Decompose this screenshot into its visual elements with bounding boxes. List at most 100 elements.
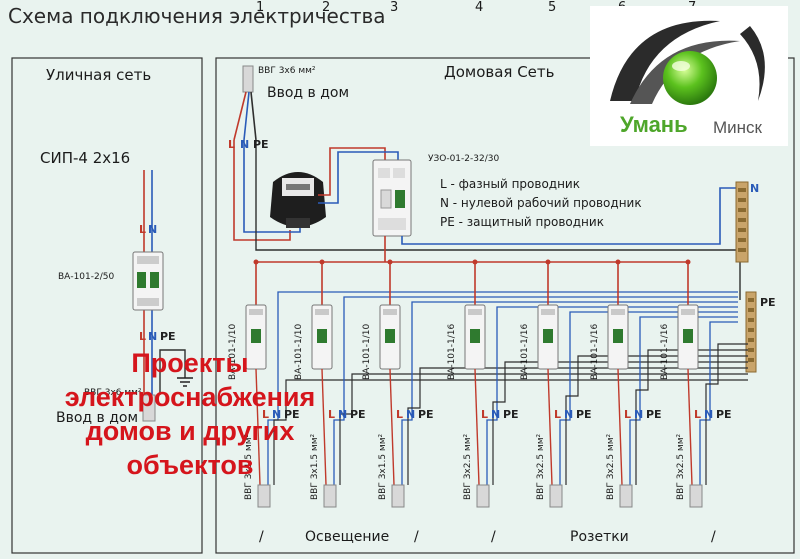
branch-3-n-wire (401, 301, 738, 485)
branch-6-cable-label: ВВГ 3x2.5 мм² (606, 433, 616, 500)
promo-line-4: объектов (126, 450, 254, 480)
branch-circuits (245, 259, 748, 508)
sockets-bracket-left: / (491, 529, 496, 545)
neutral-bus (735, 181, 749, 263)
street-pe-letter: PE (160, 330, 176, 343)
branch-breaker-2 (311, 304, 333, 370)
rcd-label: УЗО-01-2-32/30 (428, 154, 500, 164)
branch-5-pe-letter: PE (576, 408, 592, 421)
branch-4-l-wire (474, 368, 480, 486)
bottom-cable-end (142, 394, 156, 422)
branch-7-pe-wire (705, 343, 748, 485)
branch-breaker-5 (537, 304, 559, 370)
earth-bus (745, 291, 757, 373)
lighting-bracket-left: / (259, 529, 264, 545)
branch-7-n-letter: N (704, 408, 714, 421)
lighting-group-label: Освещение (305, 529, 390, 545)
branch-4-pe-letter: PE (503, 408, 519, 421)
promo-text: Проекты электроснабжения домов и других … (20, 346, 360, 482)
branch-6-breaker-label: ВА-101-1/16 (590, 323, 600, 380)
branch-1-cable-end (257, 484, 271, 508)
branch-6-n-letter: N (634, 408, 644, 421)
branch-3-number: 3 (390, 0, 399, 15)
legend-phase: L - фазный проводник (440, 177, 580, 191)
house-l-to-meter (233, 140, 291, 241)
branch-3-pe-letter: PE (418, 408, 434, 421)
logo-city: Минск (713, 118, 762, 137)
legend-earth: PE - защитный проводник (440, 215, 604, 229)
house-l-letter: L (228, 138, 236, 151)
branch-1-pe-letter: PE (284, 408, 300, 421)
street-panel-frame (11, 57, 203, 554)
branch-3-cable-label: ВВГ 3x1.5 мм² (378, 433, 388, 500)
branch-5-number: 5 (548, 0, 557, 15)
branch-1-l-letter: L (262, 408, 270, 421)
branch-1-n-letter: N (272, 408, 282, 421)
branch-2-number: 2 (322, 0, 331, 15)
sockets-group-label: Розетки (570, 529, 629, 545)
branch-2-cable-end (323, 484, 337, 508)
diagram-title: Схема подключения электричества (8, 4, 386, 28)
branch-breaker-7 (677, 304, 699, 370)
legend-neutral: N - нулевой рабочий проводник (440, 196, 642, 210)
branch-1-l-wire (255, 368, 261, 486)
promo-line-1: Проекты (131, 348, 249, 378)
rcd-device (372, 159, 412, 237)
branch-5-l-letter: L (554, 408, 562, 421)
branch-5-pe-wire (565, 355, 748, 485)
street-l-letter: L (139, 223, 147, 236)
branch-2-pe-wire (339, 373, 748, 485)
branch-7-pe-letter: PE (716, 408, 732, 421)
branch-2-n-letter: N (338, 408, 348, 421)
street-n-letter: N (148, 223, 158, 236)
logo-sphere-icon (610, 20, 765, 105)
branch-2-pe-letter: PE (350, 408, 366, 421)
branch-4-pe-wire (492, 361, 748, 485)
branch-5-cable-label: ВВГ 3x2.5 мм² (536, 433, 546, 500)
branch-5-n-letter: N (564, 408, 574, 421)
house-n-to-meter (243, 140, 301, 233)
branch-4-breaker-label: ВА-101-1/16 (447, 323, 457, 380)
branch-5-cable-end (549, 484, 563, 508)
branch-7-n-wire (699, 321, 738, 485)
branch-5-breaker-label: ВА-101-1/16 (520, 323, 530, 380)
branch-4-number: 4 (475, 0, 484, 15)
branch-2-l-letter: L (328, 408, 336, 421)
branch-3-n-letter: N (406, 408, 416, 421)
branch-7-l-wire (687, 368, 693, 486)
branch-4-l-letter: L (481, 408, 489, 421)
branch-breaker-6 (607, 304, 629, 370)
branch-3-cable-end (391, 484, 405, 508)
sockets-bracket-right: / (711, 529, 716, 545)
branch-4-n-wire (486, 306, 738, 485)
branch-5-l-wire (547, 368, 553, 486)
branch-1-pe-wire (273, 379, 748, 485)
branch-6-cable-end (619, 484, 633, 508)
promo-line-2: электроснабжения (64, 382, 316, 412)
branch-2-l-wire (321, 368, 327, 486)
incoming-cable-label: СИП-4 2x16 (40, 149, 131, 167)
house-n-wire (243, 91, 250, 141)
house-cable-end (242, 65, 254, 93)
branch-5-n-wire (559, 311, 738, 485)
branch-4-cable-label: ВВГ 3x2.5 мм² (463, 433, 473, 500)
bottom-input-label: Ввод в дом (56, 410, 139, 426)
meter-n-to-rcd (318, 151, 399, 204)
uman-logo: Умань Минск (590, 6, 788, 146)
street-l-out-letter: L (139, 330, 147, 343)
rcd-n-to-nbus (401, 187, 740, 245)
earth-bus-letter: PE (760, 296, 776, 309)
house-n-letter: N (240, 138, 250, 151)
house-pe-letter: PE (253, 138, 269, 151)
branch-4-cable-end (476, 484, 490, 508)
house-pe-to-bus (255, 140, 741, 300)
electricity-meter (270, 172, 326, 228)
branch-6-n-wire (629, 316, 738, 485)
branch-3-pe-wire (407, 367, 748, 485)
branch-breaker-3 (379, 304, 401, 370)
main-breaker-label: ВА-101-2/50 (58, 272, 115, 282)
branch-breaker-1 (245, 304, 267, 370)
promo-line-3: домов и других (85, 416, 295, 446)
